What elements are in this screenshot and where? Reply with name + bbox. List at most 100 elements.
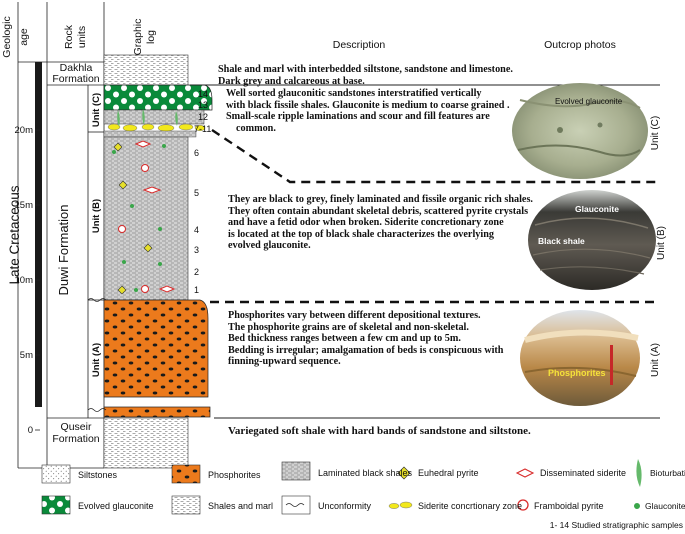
siderite-concretions bbox=[107, 123, 206, 132]
outcrop-photo-unit-b bbox=[528, 190, 656, 290]
description-unit-a-line-2: The phosphorite grains are of skeletal a… bbox=[228, 321, 469, 333]
description-unit-a-line-1: Phosphorites vary between different depo… bbox=[228, 310, 481, 321]
legend-shales-marl: Shales and marl bbox=[208, 501, 273, 511]
description-dakhla-line-1: Shale and marl with interbedded siltston… bbox=[218, 64, 513, 75]
unit-c-glauconite bbox=[103, 84, 213, 111]
description-unit-a-line-3: Bed thickness ranges between a few cm an… bbox=[228, 333, 461, 345]
header-description: Description bbox=[333, 39, 386, 51]
photo-b-caption-black-shale: Black shale bbox=[538, 236, 585, 246]
framboidal-pyrite-symbols bbox=[118, 164, 149, 293]
scale-tick-15: 15m bbox=[15, 200, 34, 211]
scale-labels: 20m 15m 10m 5m 0 bbox=[15, 125, 34, 436]
unit-a-basal-phosphorite bbox=[103, 406, 211, 418]
description-dakhla-line-2: Dark grey and calcareous at base. bbox=[218, 75, 365, 87]
unit-labels: Unit (C) Unit (B) Unit (A) bbox=[91, 93, 102, 377]
legend-phosphorites-swatch bbox=[171, 464, 201, 484]
depth-scale bbox=[35, 129, 40, 431]
description-unit-b-line-1: They are black to grey, finely laminated… bbox=[228, 194, 533, 205]
legend-unconformity-box bbox=[281, 495, 311, 515]
glauconite-symbols bbox=[112, 144, 166, 292]
outcrop-photo-unit-a bbox=[520, 310, 640, 406]
description-unit-b-line-3: and have a fetid odor when broken. Sider… bbox=[228, 217, 504, 229]
photo-b-side-label: Unit (B) bbox=[656, 226, 667, 260]
disseminated-siderite-symbols bbox=[134, 140, 176, 293]
header-outcrop-photos: Outcrop photos bbox=[544, 39, 616, 51]
legend-shales-marl-swatch bbox=[171, 495, 201, 515]
sample-13: 13 bbox=[198, 100, 208, 110]
description-dakhla: Shale and marl with interbedded siltston… bbox=[218, 64, 513, 87]
sample-6: 6 bbox=[194, 148, 199, 158]
description-unit-c-line-4: common. bbox=[236, 122, 276, 134]
photo-c-side-label: Unit (C) bbox=[650, 116, 661, 150]
photo-c-caption: Evolved glauconite bbox=[555, 97, 623, 106]
unconformity-a-quseir bbox=[87, 408, 107, 412]
sample-1: 1 bbox=[194, 285, 199, 295]
svg-text:Geologic: Geologic bbox=[1, 16, 13, 57]
legend-unconformity: Unconformity bbox=[318, 501, 372, 511]
legend-framboidal-pyrite: Framboidal pyrite bbox=[534, 501, 604, 511]
description-unit-a: Phosphorites vary between different depo… bbox=[228, 310, 503, 368]
svg-text:Graphic: Graphic bbox=[132, 19, 144, 56]
legend-evolved-glauconite: Evolved glauconite bbox=[78, 501, 154, 511]
legend-symbols bbox=[41, 459, 642, 515]
description-unit-b-line-2: They often contain abundant skeletal deb… bbox=[228, 205, 529, 217]
legend-disseminated-siderite-swatch bbox=[515, 468, 535, 478]
dakhla-formation-1: Dakhla bbox=[60, 62, 93, 74]
legend-laminated-shales-swatch bbox=[281, 461, 311, 481]
legend-glauconite: Glauconite bbox=[645, 501, 685, 511]
duwi-formation: Duwi Formation bbox=[56, 204, 71, 295]
unconformity-b-a bbox=[87, 298, 107, 302]
svg-text:age: age bbox=[18, 28, 30, 46]
formation-labels: Dakhla Formation Duwi Formation Quseir F… bbox=[52, 62, 99, 445]
legend-labels: Siltstones Phosphorites Laminated black … bbox=[78, 468, 685, 511]
unit-c-label: Unit (C) bbox=[91, 93, 102, 127]
unit-b-label: Unit (B) bbox=[91, 199, 102, 233]
svg-text:units: units bbox=[76, 26, 88, 48]
sample-2: 2 bbox=[194, 267, 199, 277]
legend-euhedral-pyrite: Euhedral pyrite bbox=[418, 468, 479, 478]
legend-siderite-zone: Siderite concrtionary zone bbox=[418, 501, 522, 511]
sample-4: 4 bbox=[194, 225, 199, 235]
header-graphic-log-2: log bbox=[145, 30, 157, 44]
legend-disseminated-siderite: Disseminated siderite bbox=[540, 468, 626, 478]
description-unit-b-line-4: is located at the top of black shale cha… bbox=[228, 228, 494, 240]
unit-a-label: Unit (A) bbox=[91, 343, 102, 377]
legend-glauconite-swatch bbox=[634, 503, 640, 509]
age-bar bbox=[35, 62, 42, 407]
sample-7-11: 7-11 bbox=[194, 124, 211, 134]
dashed-dividers bbox=[210, 129, 660, 304]
legend-siltstones: Siltstones bbox=[78, 470, 118, 480]
description-unit-a-line-5: finning-upward sequence. bbox=[228, 356, 341, 368]
unit-c-shale-band bbox=[103, 109, 205, 125]
description-unit-a-line-4: Bedding is irregular; amalgamation of be… bbox=[228, 344, 504, 356]
dakhla-formation-2: Formation bbox=[52, 73, 99, 85]
description-unit-b-line-5: evolved glauconite. bbox=[228, 240, 311, 252]
euhedral-pyrite-symbols bbox=[113, 142, 153, 295]
legend-evolved-glauconite-swatch bbox=[41, 495, 71, 515]
description-quseir-line: Variegated soft shale with hard bands of… bbox=[228, 425, 531, 437]
photo-b-caption-glauconite: Glauconite bbox=[575, 204, 619, 214]
sample-3: 3 bbox=[194, 245, 199, 255]
age-label: Late Cretaceous bbox=[7, 185, 22, 284]
scale-tick-5: 5m bbox=[20, 350, 33, 361]
sample-5: 5 bbox=[194, 188, 199, 198]
header-rock-units-2: units bbox=[76, 26, 88, 48]
description-unit-c: Well sorted glauconitic sandstones inter… bbox=[226, 88, 510, 134]
legend-euhedral-pyrite-swatch bbox=[397, 466, 411, 480]
svg-text:log: log bbox=[145, 30, 157, 44]
legend-bioturbation-swatch bbox=[636, 459, 642, 487]
quseir-formation-1: Quseir bbox=[61, 421, 92, 433]
header-rock-units-1: Rock bbox=[63, 24, 75, 49]
legend-unconformity-line bbox=[285, 503, 305, 507]
description-unit-c-line-1: Well sorted glauconitic sandstones inter… bbox=[226, 88, 482, 99]
sample-numbers: 14 13 12 7-11 6 5 4 3 2 1 bbox=[194, 89, 211, 295]
column-headers: Geologic age Rock units Graphic log Desc… bbox=[1, 16, 616, 57]
scale-tick-20: 20m bbox=[15, 125, 34, 136]
quseir-lithology bbox=[103, 417, 189, 469]
unit-b-shales bbox=[103, 136, 189, 301]
description-unit-c-line-3: Small-scale ripple laminations and scour… bbox=[226, 111, 490, 123]
legend-siderite-zone-swatch bbox=[388, 501, 413, 509]
unit-c-basal-band bbox=[103, 130, 197, 138]
legend-phosphorites: Phosphorites bbox=[208, 470, 261, 480]
